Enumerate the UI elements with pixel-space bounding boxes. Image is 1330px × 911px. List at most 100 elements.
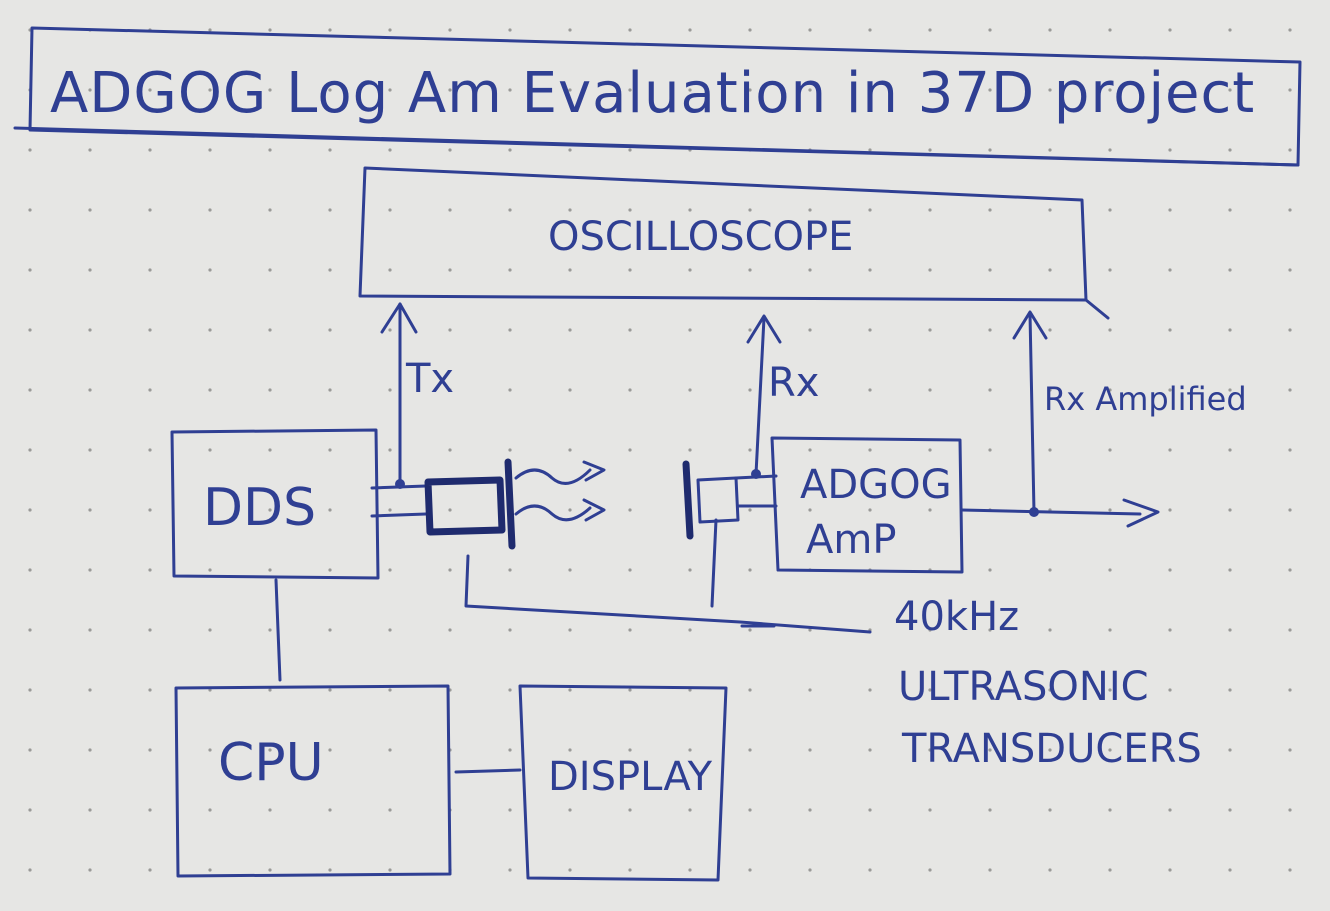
- grid-dot: [688, 628, 692, 632]
- grid-dot: [1228, 88, 1232, 92]
- grid-dot: [1288, 508, 1292, 512]
- grid-dot: [1288, 208, 1292, 212]
- grid-dot: [448, 28, 452, 32]
- grid-dot: [28, 808, 32, 812]
- grid-dot: [1288, 268, 1292, 272]
- grid-dot: [148, 388, 152, 392]
- grid-dot: [688, 208, 692, 212]
- grid-dot: [208, 808, 212, 812]
- grid-dot: [748, 688, 752, 692]
- rx-line: [754, 316, 766, 476]
- grid-dot: [1228, 148, 1232, 152]
- grid-dot: [928, 688, 932, 692]
- grid-dot: [1168, 268, 1172, 272]
- grid-dot: [928, 808, 932, 812]
- grid-dot: [928, 268, 932, 272]
- grid-dot: [1048, 328, 1052, 332]
- grid-dot: [208, 268, 212, 272]
- grid-dot: [328, 448, 332, 452]
- grid-dot: [1108, 28, 1112, 32]
- grid-dot: [568, 808, 572, 812]
- dot-grid: [28, 28, 1292, 872]
- grid-dot: [28, 748, 32, 752]
- grid-dot: [508, 568, 512, 572]
- grid-dot: [388, 688, 392, 692]
- grid-dot: [1288, 748, 1292, 752]
- grid-dot: [1288, 388, 1292, 392]
- grid-dot: [448, 508, 452, 512]
- grid-dot: [148, 688, 152, 692]
- grid-dot: [868, 688, 872, 692]
- grid-dot: [208, 328, 212, 332]
- grid-dot: [568, 748, 572, 752]
- grid-dot: [208, 868, 212, 872]
- grid-dot: [208, 628, 212, 632]
- grid-dot: [268, 688, 272, 692]
- grid-dot: [628, 148, 632, 152]
- amp-box: [770, 436, 964, 574]
- grid-dot: [328, 88, 332, 92]
- grid-dot: [808, 808, 812, 812]
- grid-dot: [568, 148, 572, 152]
- grid-dot: [88, 508, 92, 512]
- grid-dot: [1168, 508, 1172, 512]
- grid-dot: [1288, 808, 1292, 812]
- grid-dot: [688, 448, 692, 452]
- amp-output-arrowhead: [1122, 498, 1160, 528]
- grid-dot: [1108, 328, 1112, 332]
- grid-dot: [628, 868, 632, 872]
- grid-dot: [748, 268, 752, 272]
- grid-dot: [268, 628, 272, 632]
- grid-dot: [748, 568, 752, 572]
- grid-dot: [568, 688, 572, 692]
- grid-dot: [1168, 88, 1172, 92]
- grid-dot: [388, 628, 392, 632]
- grid-dot: [1228, 28, 1232, 32]
- grid-dot: [388, 28, 392, 32]
- grid-dot: [748, 88, 752, 92]
- grid-dot: [1288, 688, 1292, 692]
- grid-dot: [1168, 208, 1172, 212]
- grid-dot: [28, 208, 32, 212]
- grid-dot: [88, 568, 92, 572]
- grid-dot: [928, 628, 932, 632]
- grid-dot: [748, 328, 752, 332]
- grid-dot: [628, 748, 632, 752]
- grid-dot: [868, 508, 872, 512]
- grid-dot: [748, 628, 752, 632]
- grid-dot: [388, 868, 392, 872]
- amp-label-line2: AmP: [806, 517, 896, 563]
- grid-dot: [688, 688, 692, 692]
- grid-dot: [448, 268, 452, 272]
- grid-dot: [388, 148, 392, 152]
- grid-dot: [1168, 328, 1172, 332]
- grid-dot: [1228, 748, 1232, 752]
- grid-dot: [748, 28, 752, 32]
- cpu-box: [174, 684, 452, 878]
- grid-dot: [988, 808, 992, 812]
- grid-dot: [1168, 448, 1172, 452]
- grid-dot: [748, 208, 752, 212]
- grid-dot: [148, 328, 152, 332]
- grid-dot: [988, 868, 992, 872]
- grid-dot: [448, 388, 452, 392]
- grid-dot: [328, 868, 332, 872]
- grid-dot: [688, 568, 692, 572]
- grid-dot: [148, 268, 152, 272]
- grid-dot: [808, 388, 812, 392]
- grid-dot: [1108, 688, 1112, 692]
- grid-dot: [988, 28, 992, 32]
- grid-dot: [88, 148, 92, 152]
- grid-dot: [1288, 628, 1292, 632]
- grid-dot: [268, 208, 272, 212]
- grid-dot: [868, 148, 872, 152]
- grid-dot: [148, 568, 152, 572]
- grid-dot: [988, 88, 992, 92]
- oscilloscope-box: [358, 166, 1110, 320]
- note-line-2: ULTRASONIC: [898, 664, 1149, 710]
- grid-dot: [1168, 748, 1172, 752]
- grid-dot: [208, 388, 212, 392]
- note-line-1: 40kHz: [894, 594, 1019, 640]
- grid-dot: [568, 628, 572, 632]
- grid-dot: [1108, 388, 1112, 392]
